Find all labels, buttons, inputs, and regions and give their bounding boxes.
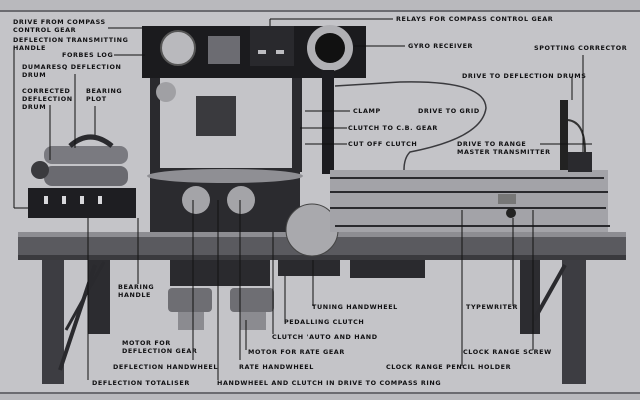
label-corrected-deflection-drum: CORRECTED DEFLECTION DRUM xyxy=(22,87,73,111)
label-bearing-plot: BEARING PLOT xyxy=(86,87,123,103)
right-leg xyxy=(562,260,586,384)
label-deflection-totaliser: DEFLECTION TOTALISER xyxy=(92,379,190,387)
relay-box xyxy=(250,26,294,66)
label-motor-for-deflection-gear: MOTOR FOR DEFLECTION GEAR xyxy=(122,339,198,355)
label-spotting-corrector: SPOTTING CORRECTOR xyxy=(534,44,628,52)
label-clock-range-pencil-holder: CLOCK RANGE PENCIL HOLDER xyxy=(386,363,512,371)
label-deflection-handwheel: DEFLECTION HANDWHEEL xyxy=(113,363,219,371)
label-bearing-handle: BEARING HANDLE xyxy=(118,283,155,299)
motor-deflection-gear xyxy=(168,288,212,330)
deflection-handwheel-disc xyxy=(182,186,210,214)
label-cut-off-clutch: CUT OFF CLUTCH xyxy=(348,140,418,148)
rate-handwheel-disc xyxy=(227,186,255,214)
motor-rate-gear xyxy=(230,288,274,330)
label-gyro-receiver: GYRO RECEIVER xyxy=(408,42,474,50)
label-drive-to-range-master: DRIVE TO RANGE MASTER TRANSMITTER xyxy=(457,140,551,156)
label-dumaresq-deflection-drum: DUMARESQ DEFLECTION DRUM xyxy=(22,63,122,79)
label-clutch-to-cb-gear: CLUTCH TO C.B. GEAR xyxy=(348,124,438,132)
label-pedalling-clutch: PEDALLING CLUTCH xyxy=(284,318,365,326)
label-clamp: CLAMP xyxy=(353,107,381,115)
label-rate-handwheel: RATE HANDWHEEL xyxy=(239,363,314,371)
label-typewriter: TYPEWRITER xyxy=(466,303,519,311)
label-relays: RELAYS FOR COMPASS CONTROL GEAR xyxy=(396,15,554,23)
bearing-plot-unit xyxy=(196,96,236,136)
label-motor-for-rate-gear: MOTOR FOR RATE GEAR xyxy=(248,348,345,356)
label-tuning-handwheel: TUNING HANDWHEEL xyxy=(312,303,398,311)
label-forbes-log: FORBES LOG xyxy=(62,51,114,59)
range-clock-rails xyxy=(330,170,608,232)
label-clock-range-screw: CLOCK RANGE SCREW xyxy=(463,348,552,356)
forbes-log-dial xyxy=(160,30,196,66)
label-handwheel-clutch-compass-ring: HANDWHEEL AND CLUTCH IN DRIVE TO COMPASS… xyxy=(217,379,442,387)
label-deflection-transmitting-handle: DEFLECTION TRANSMITTING HANDLE xyxy=(13,36,129,52)
label-drive-to-grid: DRIVE TO GRID xyxy=(418,107,480,115)
label-drive-from-compass: DRIVE FROM COMPASS CONTROL GEAR xyxy=(13,18,106,34)
label-clutch-auto-hand: CLUTCH 'AUTO AND HAND xyxy=(272,333,378,341)
label-drive-to-deflection-drums: DRIVE TO DEFLECTION DRUMS xyxy=(462,72,587,80)
left-leg xyxy=(42,260,64,384)
